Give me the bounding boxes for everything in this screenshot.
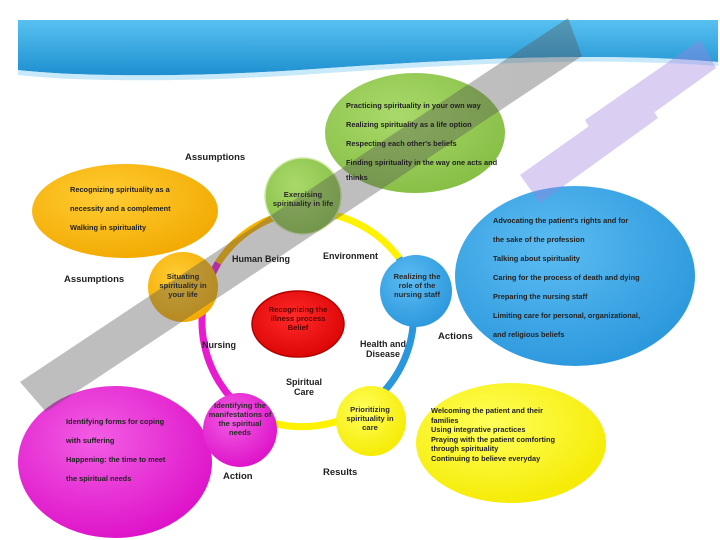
blue-item: Advocating the patient's rights and for <box>493 216 629 225</box>
center-label: Recognizing the illness process Belief <box>268 305 328 333</box>
yellow-item: Using integrative practices <box>431 425 526 435</box>
label-results: Results <box>323 467 358 478</box>
label-spiritual-care: Spiritual Care <box>285 377 322 398</box>
node-prioritizing-label: Prioritizing spirituality in care <box>346 405 394 433</box>
node-identifying <box>203 393 277 467</box>
magenta-bubble <box>18 386 212 538</box>
green-item: Practicing spirituality in your own way <box>346 101 481 110</box>
center-ellipse <box>251 290 345 358</box>
label-actions: Actions <box>438 331 473 342</box>
yellow-item: Praying with the patient comforting <box>431 434 556 444</box>
yellow-item: families <box>431 415 459 425</box>
green-bubble <box>325 73 505 193</box>
green-item: thinks <box>346 173 368 182</box>
node-situating-label: Situating spirituality in your life <box>159 272 207 300</box>
blue-item: Preparing the nursing staff <box>493 292 588 301</box>
yellow-item: Continuing to believe everyday <box>431 453 541 463</box>
magenta-item: Happening: the time to meet <box>66 455 166 464</box>
magenta-item: Identifying forms for coping <box>66 417 165 426</box>
magenta-bubble-list: Identifying forms for coping with suffer… <box>66 412 165 488</box>
yellow-item: through spirituality <box>431 444 499 454</box>
orange-bubble-list: Recognizing spirituality as a necessity … <box>70 180 171 237</box>
label-assumptions-left: Assumptions <box>64 274 125 285</box>
node-realizing-label: Realizing the role of the nursing staff <box>393 272 441 300</box>
node-exercising <box>264 157 342 235</box>
orange-bubble <box>32 164 218 258</box>
green-bubble-list: Practicing spirituality in your own way … <box>346 96 497 183</box>
label-health-and-disease: Health and Disease <box>359 339 406 360</box>
label-nursing: Nursing <box>202 340 237 350</box>
label-environment: Environment <box>323 251 379 261</box>
header-banner <box>18 20 718 81</box>
green-item: Respecting each other's beliefs <box>346 139 457 148</box>
node-situating <box>148 252 218 322</box>
blue-item: and religious beliefs <box>493 330 565 339</box>
yellow-item: Welcoming the patient and their <box>431 406 543 415</box>
blue-item: Talking about spirituality <box>493 254 580 263</box>
node-prioritizing <box>336 386 406 456</box>
node-identifying-label: Identifying the manifestations of the sp… <box>208 401 272 438</box>
green-item: Finding spirituality in the way one acts… <box>346 158 498 167</box>
orange-item: Walking in spirituality <box>70 223 147 232</box>
yellow-bubble <box>416 383 606 503</box>
node-exercising-label: Exercising spirituality in life <box>272 190 334 209</box>
magenta-item: the spiritual needs <box>66 474 132 483</box>
blue-item: Limiting care for personal, organization… <box>493 311 641 320</box>
blue-item: Caring for the process of death and dyin… <box>493 273 640 282</box>
magenta-item: with suffering <box>66 436 115 445</box>
blue-item: the sake of the profession <box>493 235 585 244</box>
label-human-being: Human Being <box>232 254 291 264</box>
node-realizing <box>380 255 452 327</box>
orange-item: Recognizing spirituality as a <box>70 185 170 194</box>
label-action: Action <box>223 471 253 482</box>
orange-item: necessity and a complement <box>70 204 171 213</box>
yellow-bubble-list: Welcoming the patient and their families… <box>431 406 555 464</box>
watermark <box>20 18 716 412</box>
blue-bubble-list: Advocating the patient's rights and for … <box>493 211 640 344</box>
green-item: Realizing spirituality as a life option <box>346 120 472 129</box>
blue-bubble <box>455 186 695 366</box>
label-assumptions-top: Assumptions <box>185 152 246 163</box>
